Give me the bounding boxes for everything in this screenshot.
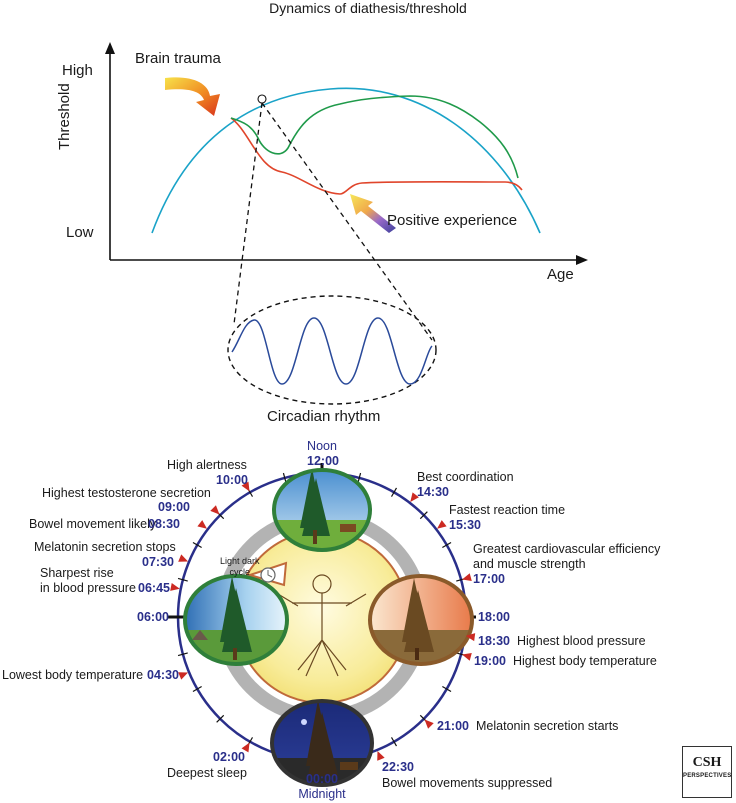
event-label-2100: Melatonin secretion starts (476, 719, 619, 733)
positive-experience-label: Positive experience (387, 212, 518, 229)
event-marker (462, 573, 472, 582)
clock-tick (216, 714, 225, 723)
clock-tick (177, 652, 188, 657)
event-label-0645-line1: Sharpest rise (40, 566, 114, 580)
clock-tick (192, 685, 202, 693)
x-axis-arrowhead (576, 255, 588, 265)
event-marker (241, 481, 250, 492)
time-0730: 07:30 (142, 555, 174, 569)
circadian-wave (231, 317, 433, 385)
clock-tick (282, 472, 287, 483)
event-marker (465, 633, 476, 642)
time-0600: 06:00 (137, 610, 169, 624)
noon-label: Noon (307, 439, 337, 453)
threshold-red-curve (230, 117, 523, 195)
time-1830: 18:30 (478, 634, 510, 648)
event-label-0430: Lowest body temperature (2, 668, 144, 682)
time-2100: 21:00 (437, 719, 469, 733)
event-label-1900: Highest body temperature (513, 654, 657, 668)
logo-text-csh: CSH (692, 755, 722, 770)
event-label-0900: Highest testosterone secretion (42, 486, 211, 500)
event-label-2230: Bowel movements suppressed (382, 776, 553, 790)
event-label-1000: High alertness (167, 458, 247, 472)
clock-tick (390, 737, 398, 747)
brain-trauma-arrow (165, 77, 220, 116)
time-0200: 02:00 (213, 750, 245, 764)
clock-tick (177, 577, 188, 582)
logo-text-perspectives: PERSPECTIVES (683, 773, 732, 779)
light-dark-label-line2: cycle (229, 567, 251, 577)
time-0645: 06:45 (138, 581, 170, 595)
time-1800: 18:00 (478, 610, 510, 624)
time-0900: 09:00 (158, 500, 190, 514)
y-axis-arrowhead (105, 42, 115, 54)
zoom-line-right (261, 102, 433, 341)
clock-tick (442, 541, 452, 549)
positive-experience-arrow (350, 194, 396, 233)
threshold-envelope-curve (151, 87, 541, 234)
time-1430: 14:30 (417, 485, 449, 499)
time-0830: 08:30 (148, 517, 180, 531)
zoom-line-left (233, 102, 263, 325)
y-high-label: High (62, 62, 93, 79)
event-marker (197, 520, 207, 529)
light-dark-cycle-label: Light dark cycle (220, 556, 260, 578)
event-marker (462, 652, 472, 661)
event-label-0200: Deepest sleep (167, 766, 247, 780)
time-0430: 04:30 (147, 668, 179, 682)
vitruvian-figure (277, 574, 367, 677)
time-1530: 15:30 (449, 518, 481, 532)
event-label-0645-line2: in blood pressure (40, 581, 136, 595)
event-label-1700-line1: Greatest cardiovascular efficiency (473, 542, 661, 556)
threshold-chart (105, 42, 588, 405)
y-axis-label: Threshold (56, 83, 73, 150)
brain-trauma-label: Brain trauma (135, 50, 221, 67)
dusk-scene (368, 574, 474, 666)
event-marker (178, 554, 189, 562)
event-marker (424, 719, 434, 729)
time-0000: 00:00 (306, 772, 338, 786)
event-marker (210, 505, 220, 515)
event-markers (170, 481, 476, 761)
event-marker (241, 742, 250, 753)
event-label-1830: Highest blood pressure (517, 634, 646, 648)
time-2230: 22:30 (382, 760, 414, 774)
time-1700: 17:00 (473, 572, 505, 586)
light-dark-label-line1: Light dark (220, 556, 260, 566)
y-low-label: Low (66, 224, 94, 241)
event-marker (410, 492, 419, 502)
event-marker (178, 672, 189, 680)
time-1900: 19:00 (474, 654, 506, 668)
time-1000: 10:00 (216, 473, 248, 487)
zoom-marker (257, 94, 267, 104)
clock-tick (442, 685, 452, 693)
event-marker (170, 583, 180, 591)
csh-perspectives-logo: CSH PERSPECTIVES (682, 746, 732, 798)
threshold-green-curve (230, 95, 519, 179)
circadian-clock (168, 463, 476, 787)
x-axis-label: Age (547, 266, 574, 283)
event-label-0730: Melatonin secretion stops (34, 540, 176, 554)
light-dark-cycle-icon (246, 561, 288, 587)
event-label-1530: Fastest reaction time (449, 503, 566, 517)
event-marker (377, 750, 385, 761)
clock-tick (419, 511, 428, 520)
clock-tick (390, 487, 398, 497)
event-label-0830: Bowel movement likely (29, 517, 157, 531)
midnight-label: Midnight (298, 787, 346, 801)
circadian-rhythm-label: Circadian rhythm (267, 408, 381, 425)
event-label-1700-line2: and muscle strength (473, 557, 586, 571)
event-marker (437, 520, 447, 529)
circadian-zoom-ellipse (227, 295, 437, 405)
time-1200: 12:00 (307, 454, 339, 468)
event-label-1430: Best coordination (417, 470, 514, 484)
figure-title: Dynamics of diathesis/threshold (269, 0, 467, 16)
clock-tick (192, 541, 202, 549)
clock-tick (357, 472, 362, 483)
